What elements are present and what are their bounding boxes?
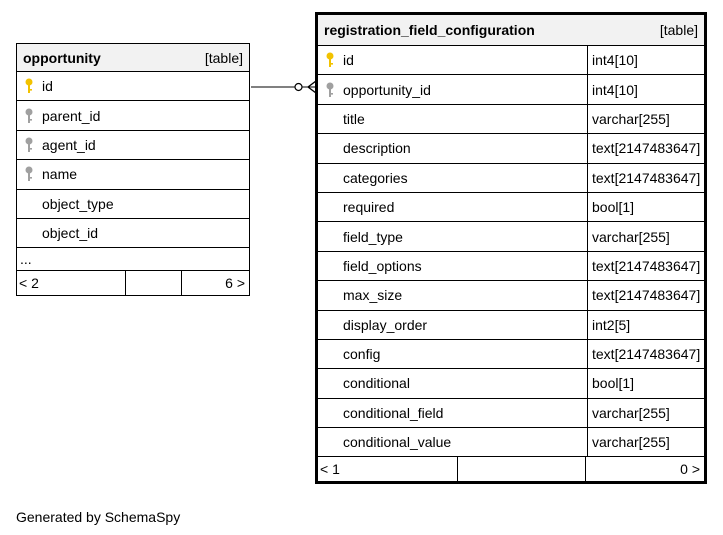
column-row[interactable]: display_order int2[5]: [318, 310, 704, 340]
column-name: conditional: [343, 375, 410, 392]
column-type: varchar[255]: [587, 222, 704, 251]
column-row[interactable]: config text[2147483647]: [318, 339, 704, 370]
column-name: description: [343, 140, 411, 157]
column-row[interactable]: title varchar[255]: [318, 104, 704, 135]
column-type: bool[1]: [587, 192, 704, 222]
foreign-key-icon: [318, 82, 342, 98]
column-row[interactable]: parent_id: [17, 101, 249, 131]
column-name: object_id: [42, 225, 99, 242]
column-row[interactable]: field_options text[2147483647]: [318, 251, 704, 282]
table-name[interactable]: registration_field_configuration: [324, 22, 535, 38]
column-name: required: [343, 199, 395, 216]
column-row[interactable]: conditional_field varchar[255]: [318, 398, 704, 429]
primary-key-icon: [318, 52, 342, 68]
column-name: categories: [343, 169, 408, 186]
footer-spacer: [457, 457, 585, 482]
column-row[interactable]: opportunity_id int4[10]: [318, 75, 704, 105]
table-kind: [table]: [659, 22, 698, 38]
primary-key-icon: [17, 78, 41, 94]
column-name: opportunity_id: [343, 81, 431, 98]
column-name: field_options: [343, 257, 422, 274]
column-type: varchar[255]: [587, 104, 704, 134]
column-type: int4[10]: [587, 46, 704, 75]
column-name: conditional_value: [343, 434, 452, 451]
column-name: object_type: [42, 195, 114, 212]
column-row[interactable]: id int4[10]: [318, 46, 704, 76]
column-name: title: [343, 110, 365, 127]
table-footer: < 2 6 >: [17, 271, 249, 296]
column-row[interactable]: conditional_value varchar[255]: [318, 428, 704, 458]
column-type: text[2147483647]: [587, 281, 704, 310]
column-row[interactable]: agent_id: [17, 131, 249, 161]
column-row[interactable]: required bool[1]: [318, 192, 704, 223]
parents-link[interactable]: < 1: [320, 461, 340, 478]
column-type: text[2147483647]: [587, 339, 704, 369]
foreign-key-icon: [17, 137, 41, 153]
foreign-key-icon: [17, 166, 41, 182]
column-name: parent_id: [42, 107, 101, 124]
column-row[interactable]: max_size text[2147483647]: [318, 281, 704, 311]
column-row[interactable]: categories text[2147483647]: [318, 163, 704, 193]
column-type: text[2147483647]: [587, 251, 704, 281]
column-type: text[2147483647]: [587, 134, 704, 163]
column-type: text[2147483647]: [587, 163, 704, 192]
foreign-key-icon: [17, 108, 41, 124]
column-row[interactable]: description text[2147483647]: [318, 134, 704, 164]
column-type: varchar[255]: [587, 398, 704, 428]
column-name: id: [343, 52, 354, 69]
table-header: registration_field_configuration [table]: [318, 15, 704, 46]
column-type: varchar[255]: [587, 428, 704, 457]
children-link[interactable]: 6 >: [181, 271, 249, 296]
table-name[interactable]: opportunity: [23, 49, 101, 66]
column-row[interactable]: object_id: [17, 219, 249, 249]
column-row[interactable]: conditional bool[1]: [318, 369, 704, 399]
column-name: agent_id: [42, 136, 96, 153]
column-name: id: [42, 78, 53, 95]
table-kind: [table]: [204, 49, 243, 66]
column-name: field_type: [343, 228, 403, 245]
column-type: int2[5]: [587, 310, 704, 339]
table-header: opportunity [table]: [17, 44, 249, 72]
footer-spacer: [125, 271, 181, 296]
column-name: name: [42, 166, 78, 183]
more-columns: ...: [17, 248, 249, 272]
column-row[interactable]: object_type: [17, 190, 249, 219]
column-name: max_size: [343, 287, 403, 304]
children-link[interactable]: 0 >: [585, 457, 704, 482]
column-name: display_order: [343, 316, 428, 333]
column-type: bool[1]: [587, 369, 704, 398]
column-row[interactable]: id: [17, 72, 249, 102]
column-row[interactable]: field_type varchar[255]: [318, 222, 704, 252]
column-row[interactable]: name: [17, 160, 249, 190]
column-name: conditional_field: [343, 404, 444, 421]
column-type: int4[10]: [587, 75, 704, 104]
table-registration-field-configuration[interactable]: registration_field_configuration [table]…: [315, 12, 707, 485]
generated-by-label: Generated by SchemaSpy: [16, 509, 181, 525]
column-name: config: [343, 346, 381, 363]
table-footer: < 1 0 >: [318, 457, 704, 482]
parents-link[interactable]: < 2: [19, 275, 39, 292]
